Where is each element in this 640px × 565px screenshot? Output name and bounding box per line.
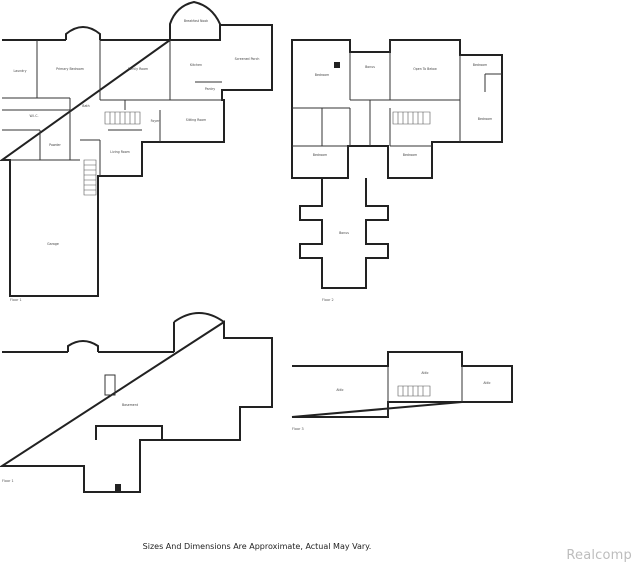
floor-label-3: Floor 3 — [292, 427, 304, 431]
attic-exterior-wall — [291, 351, 513, 418]
room-laundry: Laundry — [14, 69, 27, 73]
room-kitchen: Kitchen — [190, 63, 202, 67]
attic-stairs — [397, 385, 431, 397]
basement-post — [115, 484, 121, 492]
room-attic-3: Attic — [483, 381, 491, 385]
bay-window-breakfast — [169, 0, 221, 40]
main-stairs — [104, 111, 141, 125]
room-wic: W.I.C. — [30, 114, 39, 118]
garage-stairs — [83, 159, 97, 196]
bay-window-primary — [65, 26, 101, 40]
attic-plan: Attic Attic Attic Floor 3 — [291, 351, 513, 431]
room-bedroom-4: Bedroom — [313, 153, 327, 157]
basement-landing — [95, 425, 163, 440]
basement-plan: Basement Floor 1 — [0, 312, 273, 493]
room-powder: Powder — [49, 143, 61, 147]
room-bonus-upper: Bonus — [365, 65, 375, 69]
room-attic-1: Attic — [336, 388, 344, 392]
room-family-room: Family Room — [128, 67, 148, 71]
disclaimer-text: Sizes And Dimensions Are Approximate, Ac… — [142, 542, 372, 551]
room-pantry: Pantry — [205, 87, 215, 91]
room-bedroom-2: Bedroom — [473, 63, 487, 67]
floor-label-2: Floor 2 — [322, 298, 334, 302]
main-floor-interior-walls — [2, 40, 222, 176]
main-floor-plan: Breakfast Nook Laundry Primary Bedroom F… — [0, 0, 273, 302]
upper-floor-exterior-wall — [291, 39, 503, 179]
attic-interior-walls — [387, 366, 463, 417]
upper-floor-plan: Bedroom Bonus Open To Below Bedroom Bedr… — [291, 39, 503, 302]
main-floor-exterior-wall — [0, 24, 273, 297]
room-bedroom-3: Bedroom — [478, 117, 492, 121]
floor-label-basement: Floor 1 — [2, 479, 14, 483]
basement-bay-large — [173, 312, 225, 323]
room-foyer: Foyer — [151, 119, 161, 123]
basement-exterior-wall — [0, 320, 273, 493]
basement-bay — [67, 340, 99, 352]
room-sitting-room: Sitting Room — [186, 118, 206, 122]
room-screened-porch: Screened Porch — [235, 57, 260, 61]
floor-label-1: Floor 1 — [10, 298, 22, 302]
room-basement: Basement — [122, 403, 139, 407]
room-bedroom-5: Bedroom — [403, 153, 417, 157]
chimney-upper — [334, 62, 340, 68]
upper-floor-interior-walls — [292, 40, 502, 147]
room-bedroom-1: Bedroom — [315, 73, 329, 77]
realcomp-watermark: Realcomp — [566, 548, 632, 563]
basement-fireplace — [104, 374, 116, 396]
room-open-to-below: Open To Below — [413, 67, 437, 71]
room-garage: Garage — [47, 242, 59, 246]
room-attic-2: Attic — [421, 371, 429, 375]
room-breakfast-nook: Breakfast Nook — [184, 19, 208, 23]
room-living-room: Living Room — [110, 150, 130, 154]
room-bath: Bath — [82, 104, 89, 108]
room-primary-bedroom: Primary Bedroom — [56, 67, 84, 71]
upper-stairs — [392, 111, 431, 125]
bonus-room-wall — [299, 178, 389, 289]
room-bonus-room: Bonus — [339, 231, 349, 235]
